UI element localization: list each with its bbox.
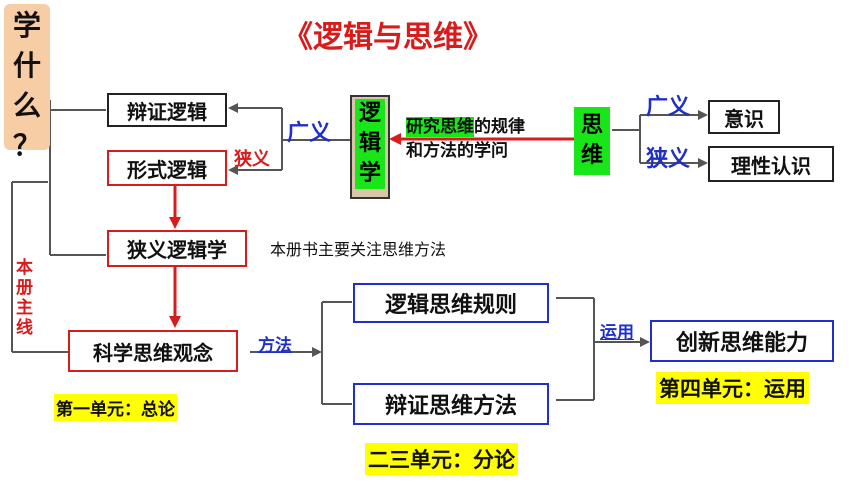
side-char: 学 <box>12 9 41 42</box>
narrow-label: 狭义 <box>234 149 270 170</box>
main-line-char: 主 <box>16 298 33 318</box>
thinking-narrow-label: 狭义 <box>646 147 691 172</box>
main-line-char: 册 <box>16 278 33 298</box>
main-line-label: 本 册 主 线 <box>16 258 33 338</box>
narrow-logic-box: 狭义逻辑学 <box>107 230 247 267</box>
consciousness-box: 意识 <box>708 100 780 134</box>
innovative-thinking-box: 创新思维能力 <box>650 320 834 362</box>
definition-highlight: 研究思维 <box>406 117 474 137</box>
main-line-char: 本 <box>16 258 33 278</box>
page-title: 《逻辑与思维》 <box>283 20 493 55</box>
side-question-box: 学 什 么 ？ <box>4 4 50 162</box>
apply-label: 运用 <box>600 323 634 343</box>
definition-line2: 和方法的学问 <box>406 141 508 161</box>
logic-char: 辑 <box>355 129 385 159</box>
main-line-char: 线 <box>16 318 33 338</box>
formal-logic-box: 形式逻辑 <box>107 150 227 186</box>
rational-cognition-box: 理性认识 <box>708 146 834 182</box>
thinking-broad-label: 广义 <box>646 95 691 120</box>
side-char: 什 <box>12 49 41 82</box>
logical-thinking-rules-box: 逻辑思维规则 <box>353 283 549 323</box>
logic-definition: 研究思维的规律 和方法的学问 <box>406 115 525 163</box>
thinking-char: 思 <box>580 113 603 138</box>
side-char: ？ <box>12 129 41 162</box>
book-focus-text: 本册书主要关注思维方法 <box>270 240 447 259</box>
scientific-thinking-concept-box: 科学思维观念 <box>68 330 238 372</box>
logic-char: 逻 <box>355 99 385 129</box>
logic-char: 学 <box>355 159 385 189</box>
thinking-char: 维 <box>580 143 603 168</box>
broad-label: 广义 <box>287 121 332 146</box>
side-char: 么 <box>12 89 41 122</box>
dialectical-logic-box: 辩证逻辑 <box>107 93 227 127</box>
unit23-label: 二三单元：分论 <box>365 443 518 475</box>
method-label: 方法 <box>258 336 292 356</box>
unit1-label: 第一单元：总论 <box>54 394 177 421</box>
dialectical-thinking-methods-box: 辩证思维方法 <box>353 383 549 425</box>
thinking-vertical-label: 思 维 <box>574 107 610 175</box>
definition-rest: 的规律 <box>474 117 525 137</box>
unit4-label: 第四单元：运用 <box>656 372 809 404</box>
logic-vertical-label: 逻 辑 学 <box>350 95 390 199</box>
